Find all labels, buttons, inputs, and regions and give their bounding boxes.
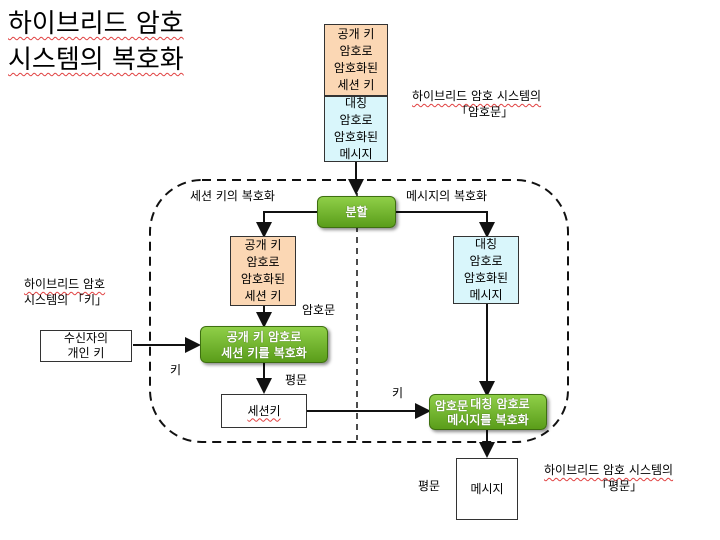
encrypted-session-key-input: 공개 키 암호로 암호화된 세션 키	[324, 24, 388, 96]
plaintext-message-box: 메시지	[456, 458, 518, 520]
plaintext-label-mid: 평문	[285, 373, 308, 387]
text-line: 메시지를 복호화	[447, 413, 529, 427]
title-line-1: 하이브리드 암호	[8, 9, 184, 39]
session-key-label: 세션키	[247, 403, 281, 418]
section-heading-message: 메시지의 복호화	[406, 189, 488, 203]
ciphertext-label: 암호문	[302, 303, 336, 317]
note-line: 시스템의 「키」	[24, 293, 108, 307]
text-line: 공개 키	[244, 238, 282, 252]
encrypted-session-key-box: 공개 키 암호로 암호화된 세션 키	[230, 236, 296, 306]
session-key-box: 세션키	[221, 394, 307, 428]
text-line: 공개 키	[337, 27, 375, 41]
text-line: 수신자의	[63, 331, 109, 345]
key-note: 하이브리드 암호 시스템의 「키」	[24, 276, 107, 308]
note-line: 「암호문」	[456, 105, 514, 119]
split-node: 분할	[317, 196, 396, 228]
ciphertext-note: 하이브리드 암호 시스템의 「암호문」	[412, 88, 541, 120]
text-line: 암호화된	[240, 272, 286, 286]
text-line: 대칭 암호로	[470, 397, 530, 411]
text-line: 암호로	[469, 254, 503, 268]
key-label-right: 키	[392, 386, 404, 400]
plaintext-note: 하이브리드 암호 시스템의 「평문」	[544, 462, 673, 494]
text-line: 세션 키	[337, 78, 375, 92]
text-line: 암호로	[339, 113, 373, 127]
text-line: 암호로	[339, 44, 373, 58]
text-line: 메시지	[339, 147, 373, 161]
text-line: 세션 키	[244, 289, 282, 303]
encrypted-message-box: 대칭 암호로 암호화된 메시지	[453, 236, 519, 304]
text-line: 암호화된	[333, 130, 379, 144]
section-heading-session-key: 세션 키의 복호화	[190, 189, 275, 203]
key-label-left: 키	[170, 363, 182, 377]
plaintext-label-bottom: 평문	[418, 479, 441, 493]
note-line: 하이브리드 암호 시스템의	[544, 463, 674, 477]
text-line: 암호로	[246, 255, 280, 269]
title-line-2: 시스템의 복호화	[8, 45, 184, 75]
text-line: 대칭	[344, 96, 368, 110]
decrypt-message-node: 암호문 대칭 암호로 메시지를 복호화	[429, 394, 547, 430]
receiver-private-key-box: 수신자의 개인 키	[40, 330, 132, 362]
overlap-text: 암호문	[435, 399, 469, 413]
decrypt-session-key-node: 공개 키 암호로 세션 키를 복호화	[200, 326, 328, 363]
text-line: 암호화된	[333, 61, 379, 75]
encrypted-message-input: 대칭 암호로 암호화된 메시지	[324, 96, 388, 162]
text-line: 개인 키	[67, 346, 105, 360]
message-label: 메시지	[470, 481, 504, 496]
text-line: 대칭	[474, 237, 498, 251]
text-line: 메시지	[469, 288, 503, 302]
split-label: 분할	[345, 205, 368, 219]
note-line: 하이브리드 암호 시스템의	[412, 89, 542, 103]
text-line: 세션 키를 복호화	[221, 345, 307, 360]
note-line: 하이브리드 암호	[24, 277, 106, 291]
note-line: 「평문」	[596, 479, 643, 493]
page-title: 하이브리드 암호 시스템의 복호화	[8, 6, 184, 78]
text-line: 암호화된	[463, 271, 509, 285]
text-line: 공개 키 암호로	[226, 329, 302, 344]
